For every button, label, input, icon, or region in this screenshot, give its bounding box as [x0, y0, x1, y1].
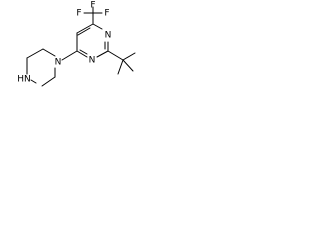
atom-n-ring-right: N: [105, 31, 112, 41]
atom-f-right: F: [104, 9, 109, 19]
bond-tbu-methyl-2: [122, 59, 134, 72]
bond-tbu-methyl-3: [117, 59, 124, 75]
bond-c4-c5: [76, 23, 94, 34]
bond-pip-1: [42, 48, 56, 57]
bond-pip-2: [26, 48, 44, 59]
atom-n-ring-left: N: [89, 56, 96, 66]
atom-f-top: F: [90, 1, 95, 11]
bond-n1-c2: [96, 50, 109, 58]
atom-nh-piperazine: HN: [17, 75, 31, 85]
bond-c6-n1: [76, 50, 88, 58]
structure-diagram: F F F N N N HN: [0, 0, 136, 117]
molecule-drawing: F F F N N N HN: [17, 1, 136, 87]
bond-c6-n1-inner: [79, 49, 88, 55]
bond-c4-c5-inner: [77, 27, 91, 36]
bond-pip-6: [30, 79, 37, 84]
atom-n-piperazine: N: [55, 58, 62, 68]
bond-c6-npip: [61, 50, 78, 61]
bond-pip-5: [41, 76, 56, 87]
bond-tbu-methyl-1: [122, 52, 136, 61]
bond-n3-c4: [92, 23, 103, 30]
atom-f-left: F: [76, 9, 81, 19]
bond-c2-tbu: [107, 50, 124, 61]
